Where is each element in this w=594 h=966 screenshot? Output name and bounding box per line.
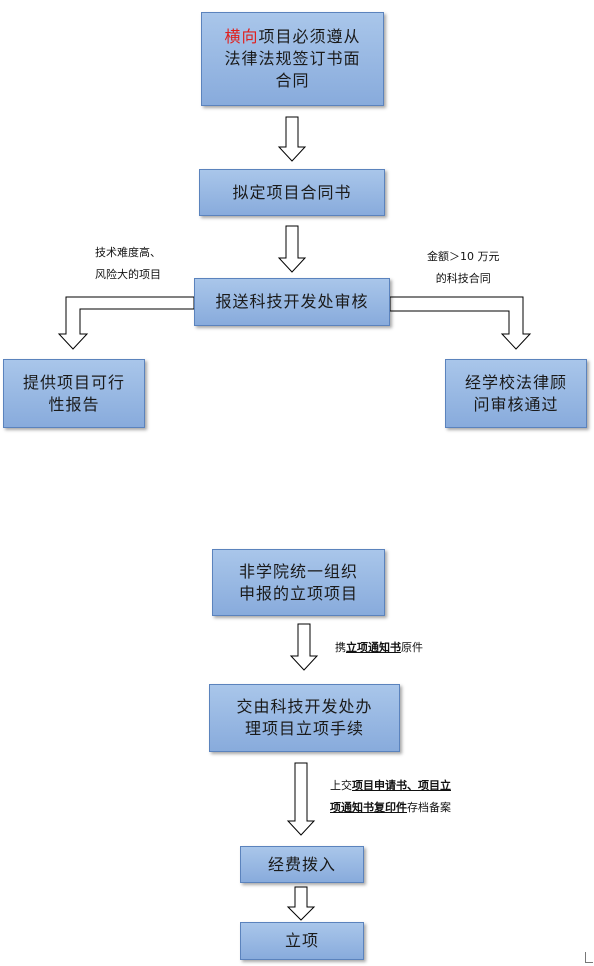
note-line: 风险大的项目 [95,268,161,281]
node-text-line: 拟定项目合同书 [232,182,352,202]
note-line: 技术难度高、 [95,246,161,259]
note-carry-notice: 携立项通知书原件 [335,637,423,659]
note-text: 携 [335,641,346,654]
node-text-line: 项目必须遵从 [258,27,361,46]
node-text-line: 报送科技开发处审核 [215,292,369,311]
highlight-text: 横向 [224,27,259,46]
node-legal-review: 经学校法律顾 问审核通过 [445,359,587,428]
arrow-elbow-left [57,296,195,350]
node-submit-office: 报送科技开发处审核 [194,278,390,326]
arrow-down-5 [286,886,316,921]
node-text-line: 经学校法律顾 [464,372,567,392]
node-feasibility-report: 提供项目可行 性报告 [3,359,145,428]
note-high-risk: 技术难度高、 风险大的项目 [95,242,161,286]
node-text-line: 立项 [284,931,319,950]
note-text: 上交 [330,779,352,792]
arrow-down-3 [289,623,319,671]
note-amount: 金额＞10 万元 的科技合同 [427,246,500,290]
node-text-line: 法律法规签订书面 [224,49,361,68]
node-text-line: 申报的立项项目 [238,583,358,603]
node-establish: 立项 [240,922,364,960]
note-bold-text: 项目申请书、项目立 [352,779,451,792]
node-non-college-project: 非学院统一组织 申报的立项项目 [212,549,385,616]
node-text-line: 经费拨入 [267,854,336,874]
note-text: 存档备案 [407,801,451,814]
node-text-line: 合同 [275,71,310,90]
node-funding: 经费拨入 [240,846,364,883]
node-text-line: 性报告 [48,394,100,414]
node-draft-contract: 拟定项目合同书 [199,169,385,216]
arrow-down-2 [277,225,307,273]
node-text-line: 问审核通过 [473,394,559,414]
note-submit-copies: 上交项目申请书、项目立 项通知书复印件存档备案 [330,775,451,819]
arrow-down-1 [277,116,307,162]
node-text-line: 提供项目可行 [22,372,125,392]
node-horizontal-contract: 横向项目必须遵从 法律法规签订书面 合同 [201,12,384,106]
page-corner-mark [585,952,593,963]
node-text-line: 非学院统一组织 [238,561,358,581]
node-text-line: 交由科技开发处办 [236,697,373,716]
note-text: 原件 [401,641,423,654]
note-line: 的科技合同 [435,272,491,285]
arrow-elbow-right [389,296,532,350]
note-line: 金额＞10 万元 [427,250,500,263]
note-bold-text: 立项通知书 [346,641,401,654]
arrow-down-4 [286,762,316,836]
node-text-line: 理项目立项手续 [244,719,364,738]
note-bold-text: 项通知书复印件 [330,801,407,814]
node-handle-procedure: 交由科技开发处办 理项目立项手续 [209,684,400,752]
